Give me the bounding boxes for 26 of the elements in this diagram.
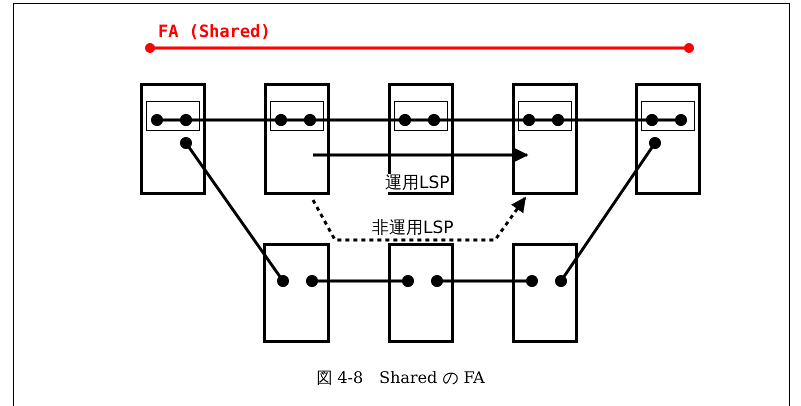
lsp-arrow: [313, 148, 528, 162]
range-label: FA (Shared): [158, 22, 271, 42]
interface-box: [270, 101, 324, 131]
link-line: [304, 114, 411, 126]
link-line: [180, 114, 287, 126]
interface-box: [146, 101, 200, 131]
interface-box: [641, 101, 695, 131]
router-box: [635, 83, 701, 195]
edge-label: 非運用LSP: [371, 219, 455, 237]
router-box: [263, 243, 330, 343]
edge-label: 運用LSP: [384, 174, 451, 192]
interface-box: [518, 101, 572, 131]
lsp-arrow: [312, 196, 526, 242]
link-line: [428, 114, 535, 126]
interface-box: [394, 101, 448, 131]
link-line: [180, 137, 289, 287]
figure-caption: 図 4-8 Shared の FA: [315, 368, 486, 389]
link-line: [306, 275, 414, 287]
router-box: [140, 83, 206, 195]
link-line: [552, 114, 658, 126]
router-box: [512, 243, 578, 343]
router-box: [264, 83, 330, 195]
link-line: [431, 275, 538, 287]
router-box: [388, 243, 454, 343]
link-line: [555, 137, 661, 287]
router-box: [512, 83, 578, 195]
